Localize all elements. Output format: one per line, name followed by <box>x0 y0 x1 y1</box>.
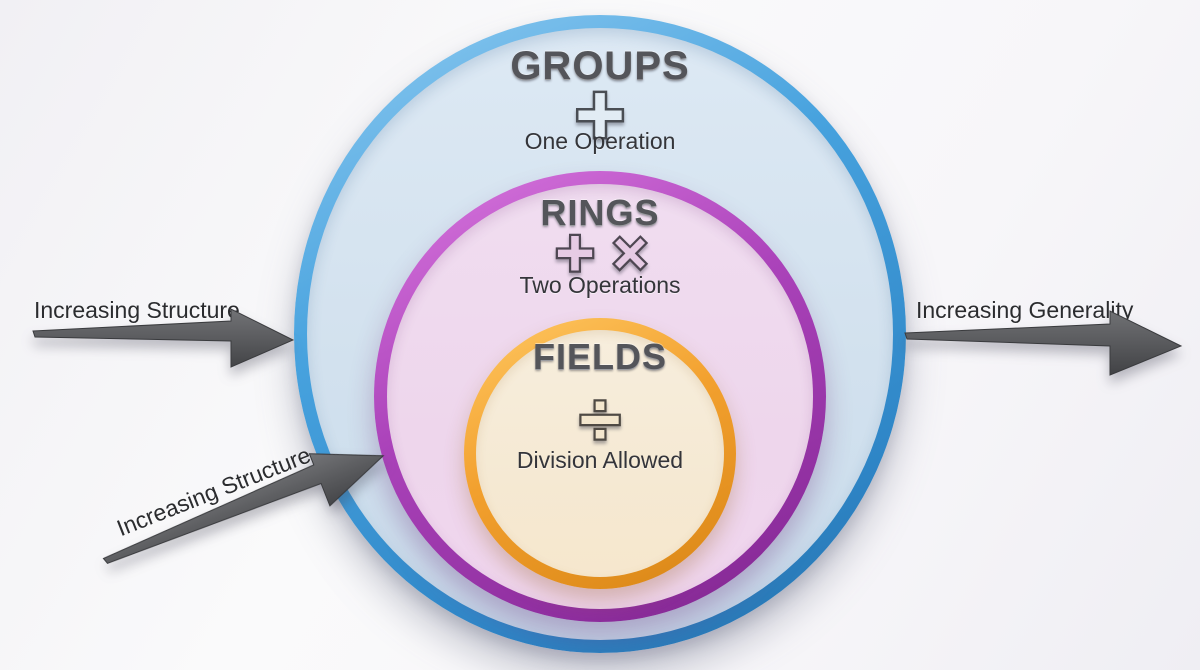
right-arrow-icon <box>904 310 1183 376</box>
svg-text:÷: ÷ <box>580 378 621 461</box>
groups-title: GROUPS <box>510 44 690 88</box>
fields-title: FIELDS <box>532 336 667 377</box>
plus-times-icons: + × <box>553 213 650 294</box>
svg-text:+: + <box>575 67 625 163</box>
diagonal-arrow-icon <box>102 453 385 564</box>
left-arrow-icon <box>32 308 295 368</box>
divide-icon: ÷ <box>577 375 622 463</box>
rings-title: RINGS <box>540 192 660 233</box>
rings-circle-ring <box>374 171 826 622</box>
plus-icon: + <box>555 215 595 291</box>
right-arrow-label: Increasing Generality <box>916 297 1134 323</box>
times-icon: × <box>612 220 647 287</box>
groups-subtitle: One Operation <box>524 128 676 154</box>
rings-subtitle: Two Operations <box>519 272 681 298</box>
fields-circle-fill <box>476 330 724 577</box>
fields-subtitle: Division Allowed <box>516 447 684 473</box>
fields-circle-ring <box>464 318 736 589</box>
left-arrow-label: Increasing Structure <box>34 297 240 323</box>
plus-icon: + <box>572 65 627 166</box>
